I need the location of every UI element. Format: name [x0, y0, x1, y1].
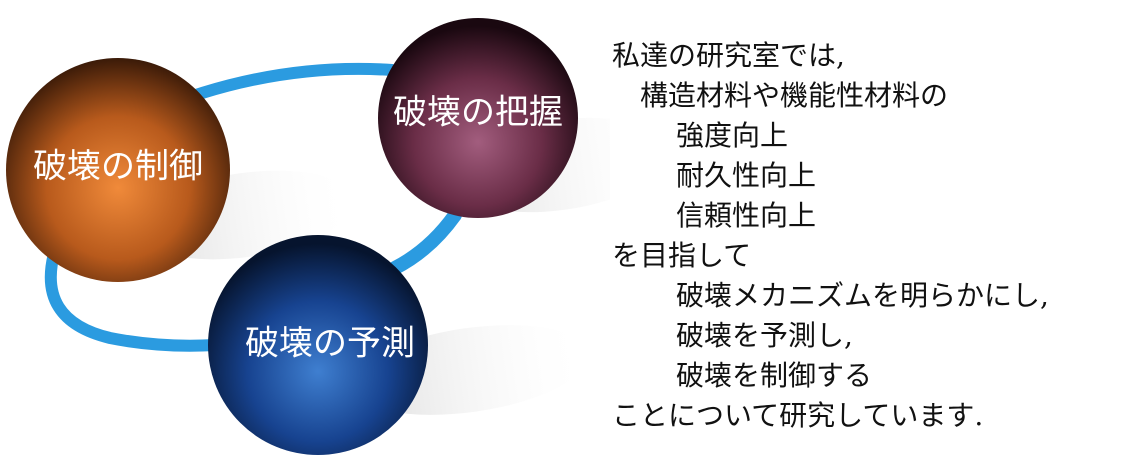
node-grasp-label: 破壊の把握 [393, 93, 563, 133]
description-line: を目指して [612, 239, 752, 272]
ring-left-link [44, 244, 221, 352]
description-line: 構造材料や機能性材料の [640, 79, 949, 112]
description-line: 私達の研究室では, [612, 39, 845, 72]
description-line: ことについて研究しています. [612, 399, 984, 432]
node-control-label: 破壊の制御 [33, 147, 203, 187]
description-line: 破壊を予測し, [676, 319, 853, 352]
node-predict-circle [208, 235, 428, 455]
description-line: 破壊を制御する [676, 359, 873, 392]
research-description: 私達の研究室では, 構造材料や機能性材料の 強度向上 耐久性向上 信頼性向上 を… [612, 36, 1132, 436]
fracture-cycle-diagram: 破壊の制御 破壊の把握 破壊の予測 [6, 18, 610, 455]
node-control-circle [6, 58, 230, 282]
ring-right-link [388, 208, 462, 275]
description-line: 強度向上 [676, 119, 789, 152]
description-line: 破壊メカニズムを明らかにし, [676, 279, 1049, 312]
description-line: 信頼性向上 [676, 199, 817, 232]
description-line: 耐久性向上 [676, 159, 817, 192]
node-predict-label: 破壊の予測 [245, 324, 415, 364]
node-grasp-circle [378, 18, 578, 218]
